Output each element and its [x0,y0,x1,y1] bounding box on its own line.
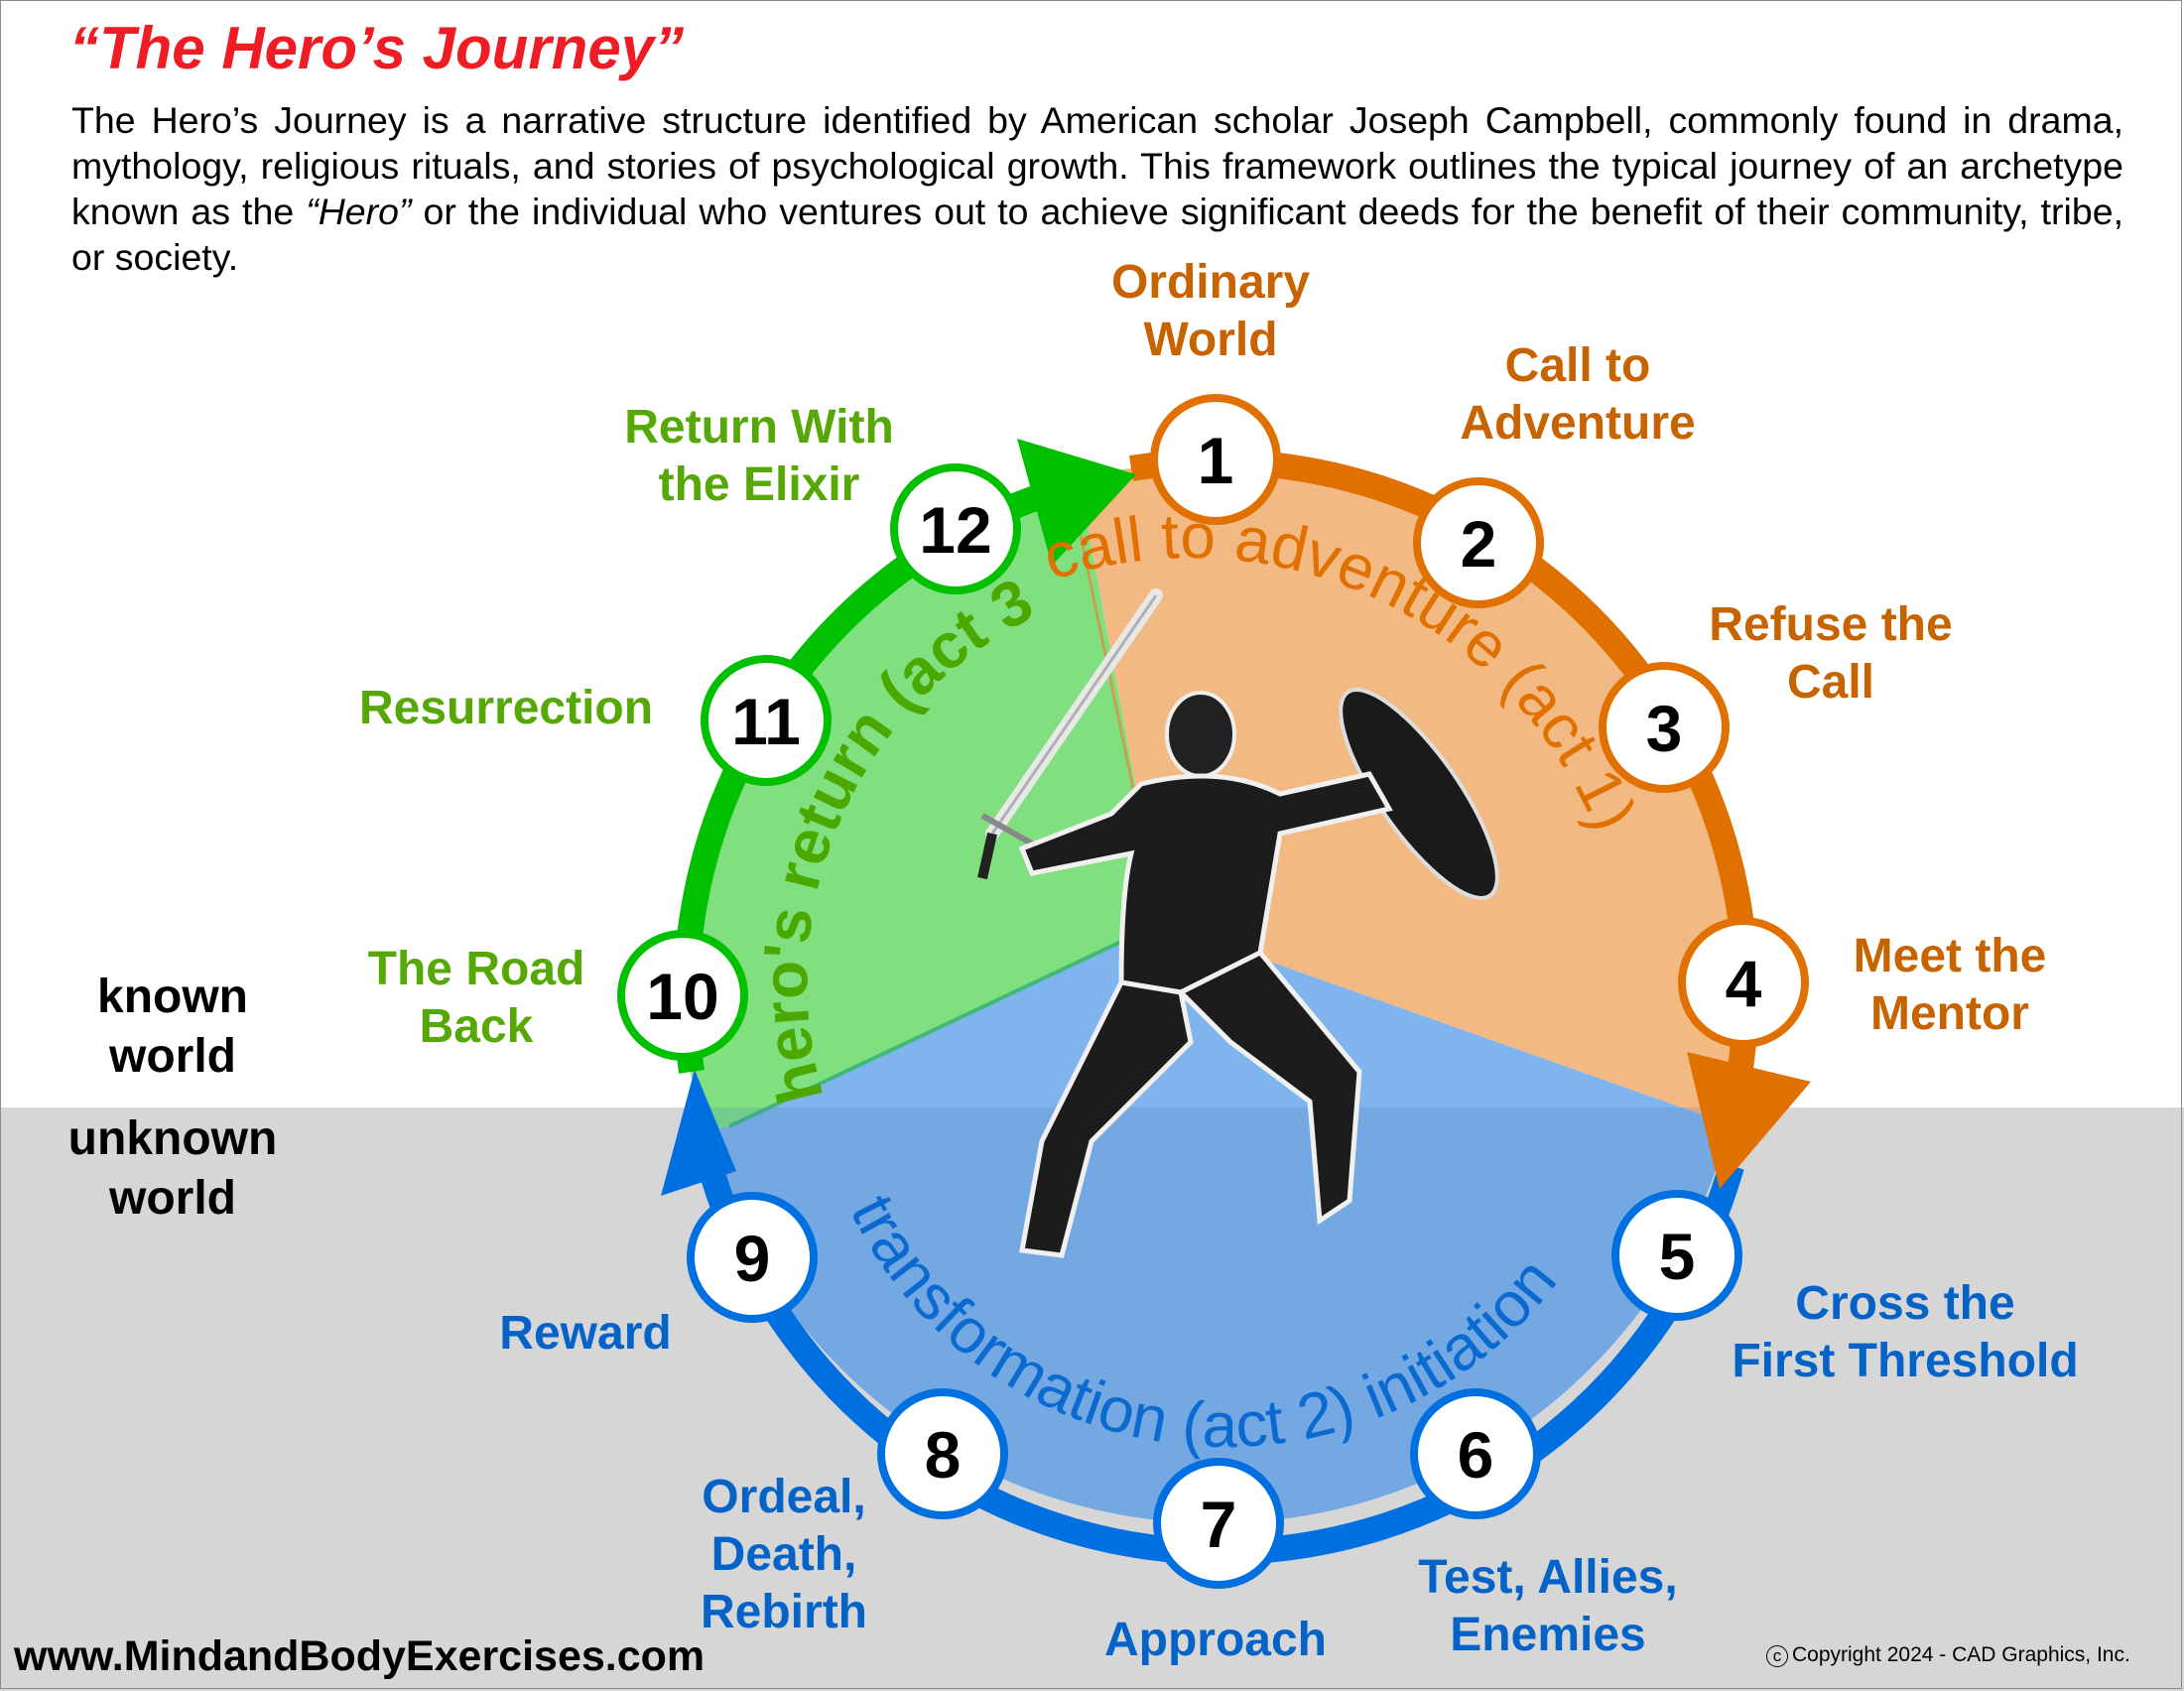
stage-6-label-line2: Enemies [1450,1609,1646,1661]
stage-8-label-line1: Ordeal, [702,1471,866,1523]
stage-9-label-line1: Reward [499,1307,672,1360]
stage-5-label-line1: Cross the [1795,1277,2015,1330]
page-title: “The Hero’s Journey” [69,15,685,81]
stage-2-label-line2: Adventure [1460,397,1696,450]
stage-3-number: 3 [1646,692,1683,765]
stage-2-label-line1: Call to [1504,339,1651,392]
stage-10-marker[interactable]: 10 [617,930,748,1061]
stage-1-marker[interactable]: 1 [1150,394,1281,525]
unknown-world-line1: unknown [67,1112,278,1165]
website-url[interactable]: www.MindandBodyExercises.com [14,1632,706,1680]
intro-text-2: or the individual who ventures out to ac… [71,191,2123,278]
stage-7-label: Approach [1072,1612,1359,1669]
stage-11-label: Resurrection [342,680,670,737]
unknown-world-line2: world [109,1172,236,1225]
stage-7-marker[interactable]: 7 [1153,1458,1284,1589]
stage-9-marker[interactable]: 9 [687,1192,818,1323]
stage-4-marker[interactable]: 4 [1678,917,1809,1048]
stage-12-marker[interactable]: 12 [890,463,1021,594]
stage-11-number: 11 [731,685,801,758]
stage-9-label: Reward [476,1305,695,1363]
stage-9-number: 9 [734,1222,771,1295]
known-world-label: known world [44,968,302,1087]
stage-circles: 1 2 3 4 5 6 7 8 9 10 11 12 [617,394,1809,1589]
divider-act3-act2 [728,921,1162,1128]
unknown-world-label: unknown world [44,1109,302,1229]
stage-10-label-line1: The Road [367,943,585,995]
stage-1-label-line2: World [1143,314,1278,366]
stage-6-label-line1: Test, Allies, [1418,1551,1678,1604]
stage-2-marker[interactable]: 2 [1413,477,1544,608]
copyright-text: Copyright 2024 - CAD Graphics, Inc. [1792,1643,2130,1666]
stage-7-number: 7 [1201,1488,1237,1561]
stage-8-label: Ordeal,Death,Rebirth [675,1469,893,1641]
stage-12-number: 12 [919,493,991,567]
stage-8-label-line3: Rebirth [701,1586,867,1638]
stage-3-marker[interactable]: 3 [1599,662,1730,793]
stage-7-label-line1: Approach [1103,1614,1327,1666]
stage-3-label-line1: Refuse the [1709,598,1953,651]
hero-statue-image [977,588,1499,1258]
stage-2-number: 2 [1461,507,1497,581]
stage-1-number: 1 [1198,424,1234,497]
act3-arrowhead [1017,439,1136,566]
stage-3-label-line2: Call [1786,656,1875,709]
intro-text-1: The Hero’s Journey is a narrative struct… [71,99,2123,232]
stage-11-marker[interactable]: 11 [701,655,832,786]
stage-8-marker[interactable]: 8 [877,1388,1008,1519]
stage-10-label-line2: Back [419,1000,534,1053]
stage-12-label-line1: Return With [624,401,894,454]
stage-6-label: Test, Allies,Enemies [1389,1549,1707,1664]
stage-1-label-line1: Ordinary [1110,256,1311,309]
stage-8-number: 8 [925,1418,962,1492]
known-world-line1: known [97,971,248,1023]
stage-4-label-line2: Mentor [1870,987,2029,1040]
stage-10-number: 10 [646,960,718,1033]
stage-12-label-line2: the Elixir [658,458,860,511]
copyright-icon: c [1766,1645,1788,1667]
act2-arrowhead [661,1070,736,1196]
intro-emphasis: “Hero” [306,191,412,232]
known-world-line2: world [109,1030,236,1083]
stage-5-marker[interactable]: 5 [1611,1190,1742,1321]
stage-5-number: 5 [1659,1220,1696,1293]
stage-8-label-line2: Death, [710,1528,857,1581]
stage-6-marker[interactable]: 6 [1410,1388,1541,1519]
stage-11-label-line1: Resurrection [358,682,654,734]
intro-paragraph: The Hero’s Journey is a narrative struct… [71,97,2123,280]
stage-4-number: 4 [1726,947,1762,1020]
stage-5-label-line2: First Threshold [1732,1335,2079,1387]
stage-4-label-line1: Meet the [1853,930,2047,982]
stage-6-number: 6 [1458,1418,1494,1492]
act1-arrowhead [1687,1052,1811,1189]
